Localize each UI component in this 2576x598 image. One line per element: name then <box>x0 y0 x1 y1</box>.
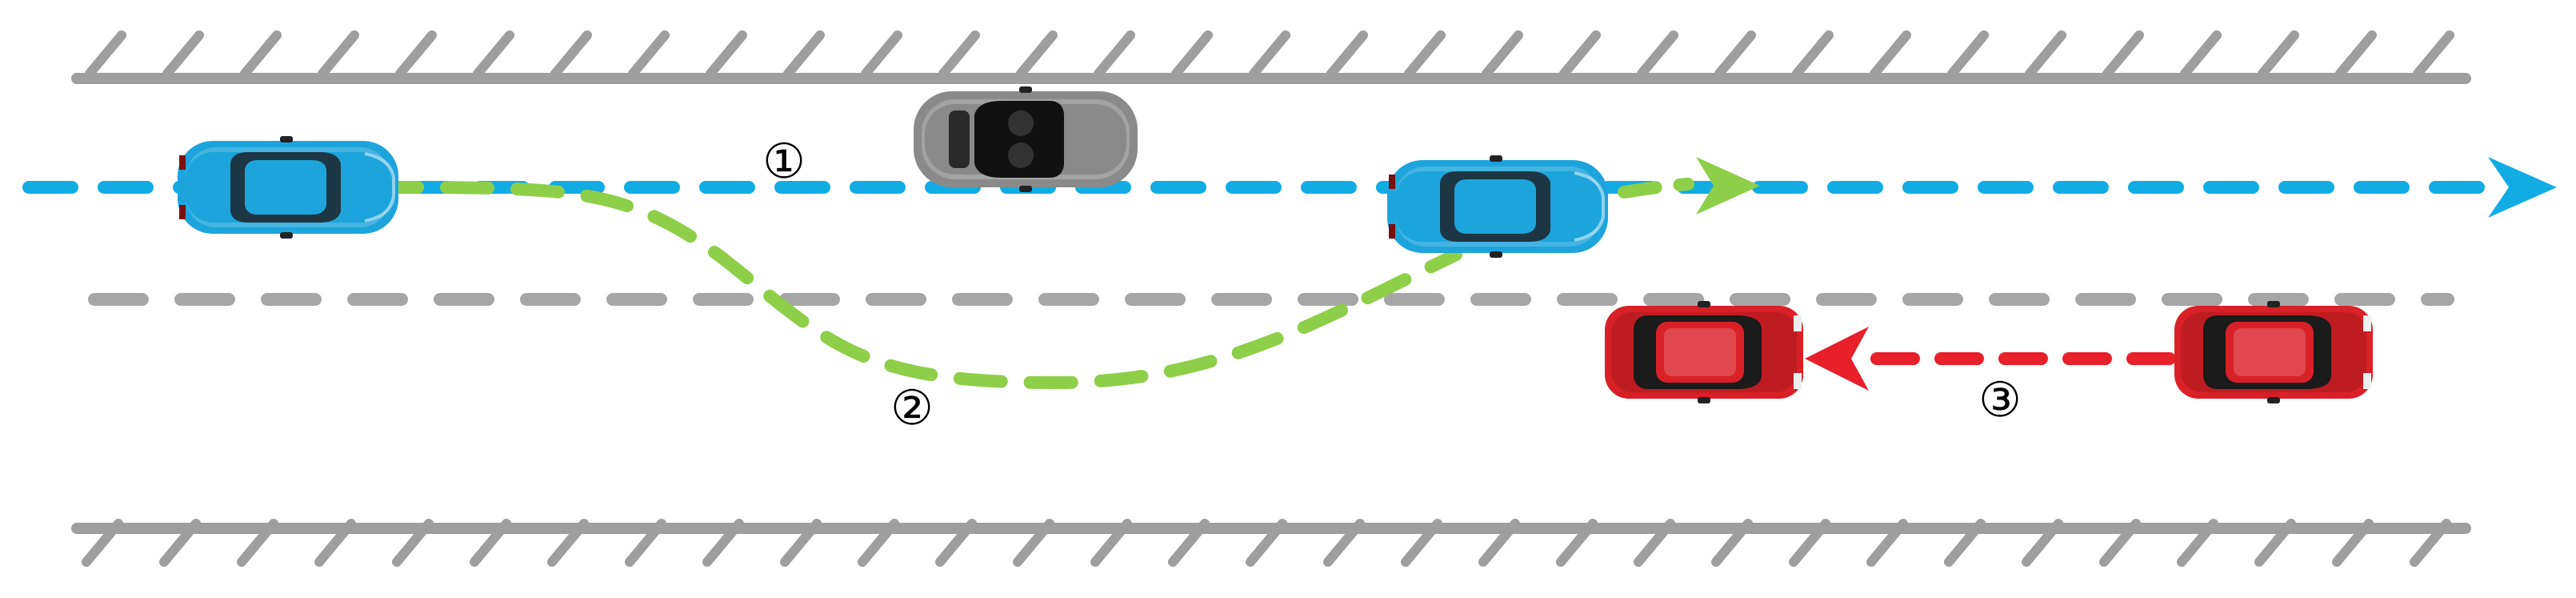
road-hatch-mark <box>2177 519 2218 567</box>
road-hatch-mark <box>1634 519 1675 567</box>
road-hatch-mark <box>2413 30 2454 78</box>
road-hatch-mark <box>2258 30 2299 78</box>
road-hatch-mark <box>1478 519 1520 567</box>
red-car-right <box>2174 301 2373 403</box>
road-hatch-mark <box>314 519 356 567</box>
bottom-road-edge <box>71 519 2471 567</box>
path-1-label: ① <box>762 134 806 190</box>
road-hatch-mark <box>1556 519 1598 567</box>
road-hatch-mark <box>1792 30 1834 78</box>
path-3-arrowhead <box>1805 327 1869 391</box>
road-hatch-mark <box>470 519 511 567</box>
path-2-arrowhead <box>1696 157 1760 215</box>
road-hatch-mark <box>547 519 589 567</box>
road-hatch-mark <box>159 519 201 567</box>
road-hatch-mark <box>1401 519 1442 567</box>
path-2-overtaking-curve <box>370 157 1760 390</box>
blue-car-start <box>176 134 400 240</box>
road-hatch-mark <box>1323 519 1365 567</box>
road-hatch-mark <box>938 30 980 78</box>
road-hatch-mark <box>2335 30 2377 78</box>
road-hatch-mark <box>240 30 282 78</box>
road-hatch-mark <box>1090 519 1132 567</box>
road-hatch-mark <box>82 519 123 567</box>
road-hatch-mark <box>2102 30 2144 78</box>
blue-car-end <box>1386 154 1610 259</box>
road-hatch-mark <box>2254 519 2296 567</box>
road-hatch-mark <box>628 30 670 78</box>
road-hatch-mark <box>392 519 434 567</box>
road-hatch-mark <box>473 30 514 78</box>
road-hatch-mark <box>861 30 902 78</box>
road-hatch-mark <box>1944 519 1986 567</box>
road-hatch-mark <box>783 30 825 78</box>
road-hatch-mark <box>1482 30 1523 78</box>
path-3-label: ③ <box>1978 372 2022 428</box>
road-hatch-mark <box>2099 519 2141 567</box>
path-2-label: ② <box>890 380 934 436</box>
road-hatch-mark <box>702 519 744 567</box>
road-hatch-mark <box>550 30 592 78</box>
road-hatch-mark <box>1789 519 1830 567</box>
road-hatch-mark <box>162 30 204 78</box>
road-hatch-mark <box>935 519 977 567</box>
road-hatch-mark <box>1866 519 1908 567</box>
road-hatch-mark <box>1094 30 1135 78</box>
road-hatch-mark <box>2180 30 2222 78</box>
road-hatch-mark <box>1013 519 1054 567</box>
top-road-edge <box>71 30 2471 84</box>
road-hatch-mark <box>1249 30 1290 78</box>
road-hatch-mark <box>2332 519 2374 567</box>
road-hatch-mark <box>706 30 747 78</box>
road-hatch-mark <box>1171 30 1213 78</box>
road-hatch-mark <box>237 519 278 567</box>
road-hatch-mark <box>1711 519 1753 567</box>
road-hatch-mark <box>780 519 822 567</box>
path-1-arrowhead <box>2488 157 2557 218</box>
road-hatch-mark <box>1326 30 1368 78</box>
gray-car <box>914 86 1138 192</box>
road-hatch-mark <box>1870 30 1911 78</box>
path-3-oncoming <box>1805 327 2176 391</box>
red-car-left <box>1605 301 1803 403</box>
road-hatch-mark <box>1714 30 1756 78</box>
road-hatch-mark <box>1559 30 1601 78</box>
road-hatch-mark <box>318 30 359 78</box>
road-hatch-mark <box>1637 30 1678 78</box>
road-hatch-mark <box>1016 30 1058 78</box>
road-hatch-mark <box>858 519 899 567</box>
road-hatch-mark <box>2025 30 2066 78</box>
path-1-straight <box>22 157 2557 218</box>
road-hatch-mark <box>1168 519 1210 567</box>
road-hatch-mark <box>2410 519 2451 567</box>
road-hatch-mark <box>395 30 437 78</box>
road-hatch-mark <box>625 519 666 567</box>
road-hatch-mark <box>1246 519 1287 567</box>
road-hatch-mark <box>1404 30 1446 78</box>
road-hatch-mark <box>1947 30 1989 78</box>
road-hatch-mark <box>85 30 126 78</box>
road-hatch-mark <box>2022 519 2063 567</box>
